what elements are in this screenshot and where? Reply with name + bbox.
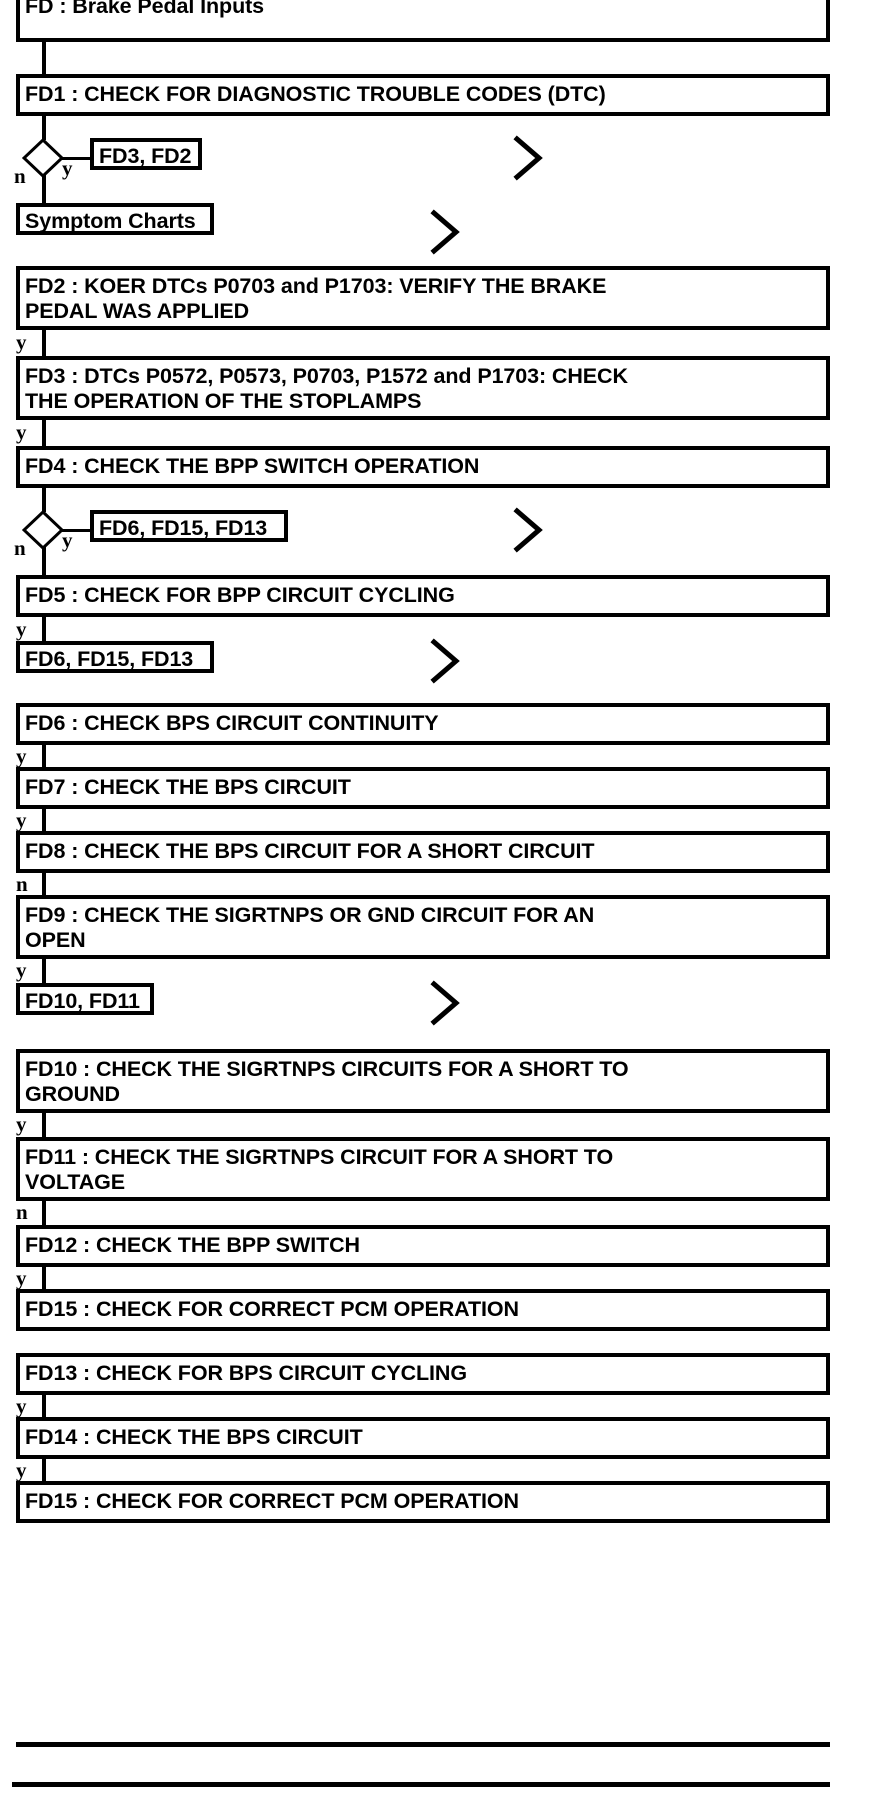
page-footer-rule-top bbox=[16, 1742, 830, 1747]
page-continuation-chevron-icon-1 bbox=[510, 134, 546, 182]
step-box-fd2[interactable]: FD2 : KOER DTCs P0703 and P1703: VERIFY … bbox=[16, 266, 830, 330]
connector-fd2-to-fd3 bbox=[42, 330, 46, 356]
step-box-fd15-b[interactable]: FD15 : CHECK FOR CORRECT PCM OPERATION bbox=[16, 1481, 830, 1523]
branch-label-fd14-yes: y bbox=[16, 1458, 27, 1482]
connector-fd7-to-fd8 bbox=[42, 809, 46, 831]
reference-box-fd10-fd11[interactable]: FD10, FD11 bbox=[16, 983, 154, 1015]
branch-label-d1-no: n bbox=[14, 164, 26, 188]
connector-fd8-to-fd9 bbox=[42, 873, 46, 895]
branch-label-fd10-yes: y bbox=[16, 1112, 27, 1136]
connector-fd10-to-fd11 bbox=[42, 1113, 46, 1137]
connector-fd4-to-decision-2 bbox=[42, 488, 46, 512]
branch-label-fd2-yes: y bbox=[16, 330, 27, 354]
connector-fd9-to-ref bbox=[42, 959, 46, 983]
page-continuation-chevron-icon-2 bbox=[427, 208, 463, 256]
connector-decision-2-no bbox=[42, 547, 46, 575]
decision-diamond-2[interactable] bbox=[22, 510, 64, 550]
reference-box-symptom-charts[interactable]: Symptom Charts bbox=[16, 203, 214, 235]
connector-fd-to-fd1 bbox=[42, 42, 46, 74]
connector-fd5-to-ref bbox=[42, 617, 46, 641]
connector-fd12-to-fd15a bbox=[42, 1267, 46, 1289]
step-box-fd1[interactable]: FD1 : CHECK FOR DIAGNOSTIC TROUBLE CODES… bbox=[16, 74, 830, 116]
step-box-fd5[interactable]: FD5 : CHECK FOR BPP CIRCUIT CYCLING bbox=[16, 575, 830, 617]
page-continuation-chevron-icon-3 bbox=[510, 506, 546, 554]
page-continuation-chevron-icon-4 bbox=[427, 637, 463, 685]
step-box-fd10[interactable]: FD10 : CHECK THE SIGRTNPS CIRCUITS FOR A… bbox=[16, 1049, 830, 1113]
reference-box-fd3-fd2[interactable]: FD3, FD2 bbox=[90, 138, 202, 170]
connector-fd13-to-fd14 bbox=[42, 1395, 46, 1417]
branch-label-fd7-yes: y bbox=[16, 808, 27, 832]
connector-fd3-to-fd4 bbox=[42, 420, 46, 446]
step-box-fd8[interactable]: FD8 : CHECK THE BPS CIRCUIT FOR A SHORT … bbox=[16, 831, 830, 873]
step-box-fd9[interactable]: FD9 : CHECK THE SIGRTNPS OR GND CIRCUIT … bbox=[16, 895, 830, 959]
branch-label-fd5-yes: y bbox=[16, 617, 27, 641]
connector-decision-1-no bbox=[42, 175, 46, 203]
branch-label-d2-yes: y bbox=[62, 528, 73, 552]
connector-decision-1-yes bbox=[62, 157, 92, 160]
connector-fd1-to-decision-1 bbox=[42, 116, 46, 140]
step-box-fd12[interactable]: FD12 : CHECK THE BPP SWITCH bbox=[16, 1225, 830, 1267]
page-continuation-chevron-icon-5 bbox=[427, 979, 463, 1027]
step-box-fd11[interactable]: FD11 : CHECK THE SIGRTNPS CIRCUIT FOR A … bbox=[16, 1137, 830, 1201]
branch-label-fd13-yes: y bbox=[16, 1394, 27, 1418]
connector-decision-2-yes bbox=[62, 529, 92, 532]
step-box-fd4[interactable]: FD4 : CHECK THE BPP SWITCH OPERATION bbox=[16, 446, 830, 488]
connector-fd14-to-fd15b bbox=[42, 1459, 46, 1481]
connector-fd6-to-fd7 bbox=[42, 745, 46, 767]
decision-diamond-1[interactable] bbox=[22, 138, 64, 178]
step-box-fd14[interactable]: FD14 : CHECK THE BPS CIRCUIT bbox=[16, 1417, 830, 1459]
branch-label-fd11-no: n bbox=[16, 1200, 28, 1224]
branch-label-fd9-yes: y bbox=[16, 958, 27, 982]
branch-label-d1-yes: y bbox=[62, 156, 73, 180]
page-footer-rule-bottom bbox=[12, 1782, 830, 1787]
step-box-fd-title[interactable]: FD : Brake Pedal Inputs bbox=[16, 0, 830, 42]
reference-box-fd6-fd15-fd13-a[interactable]: FD6, FD15, FD13 bbox=[90, 510, 288, 542]
step-box-fd13[interactable]: FD13 : CHECK FOR BPS CIRCUIT CYCLING bbox=[16, 1353, 830, 1395]
branch-label-fd8-no: n bbox=[16, 872, 28, 896]
step-box-fd15-a[interactable]: FD15 : CHECK FOR CORRECT PCM OPERATION bbox=[16, 1289, 830, 1331]
step-box-fd3[interactable]: FD3 : DTCs P0572, P0573, P0703, P1572 an… bbox=[16, 356, 830, 420]
connector-fd11-to-fd12 bbox=[42, 1201, 46, 1225]
branch-label-fd12-yes: y bbox=[16, 1266, 27, 1290]
branch-label-d2-no: n bbox=[14, 536, 26, 560]
branch-label-fd3-yes: y bbox=[16, 420, 27, 444]
step-box-fd6[interactable]: FD6 : CHECK BPS CIRCUIT CONTINUITY bbox=[16, 703, 830, 745]
step-box-fd7[interactable]: FD7 : CHECK THE BPS CIRCUIT bbox=[16, 767, 830, 809]
branch-label-fd6-yes: y bbox=[16, 744, 27, 768]
reference-box-fd6-fd15-fd13-b[interactable]: FD6, FD15, FD13 bbox=[16, 641, 214, 673]
